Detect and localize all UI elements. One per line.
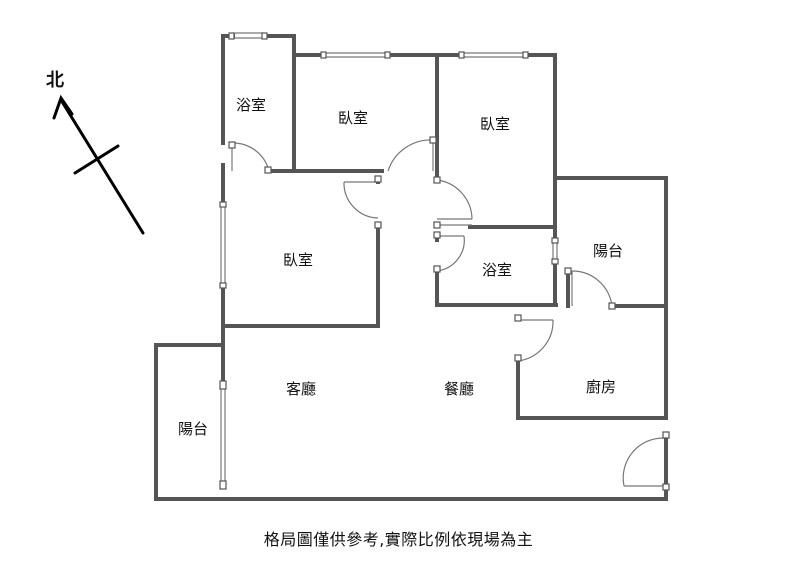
wall-caps — [219, 32, 670, 491]
room-dining: 餐廳 — [444, 380, 475, 398]
room-bath-top: 浴室 — [236, 96, 267, 114]
room-bath-mid: 浴室 — [482, 261, 513, 279]
north-label: 北 — [46, 70, 64, 91]
walls — [154, 34, 668, 501]
room-kitchen: 廚房 — [586, 378, 617, 396]
room-bedroom-top-mid: 臥室 — [338, 109, 369, 127]
openings — [220, 32, 665, 487]
room-balcony-right: 陽台 — [593, 242, 624, 260]
room-living: 客廳 — [286, 380, 317, 398]
north-arrow-icon — [52, 94, 145, 235]
room-bedroom-left: 臥室 — [283, 251, 314, 269]
room-balcony-left: 陽台 — [178, 420, 209, 438]
room-bedroom-top-right: 臥室 — [480, 115, 511, 133]
disclaimer-caption: 格局圖僅供參考,實際比例依現場為主 — [263, 530, 534, 549]
